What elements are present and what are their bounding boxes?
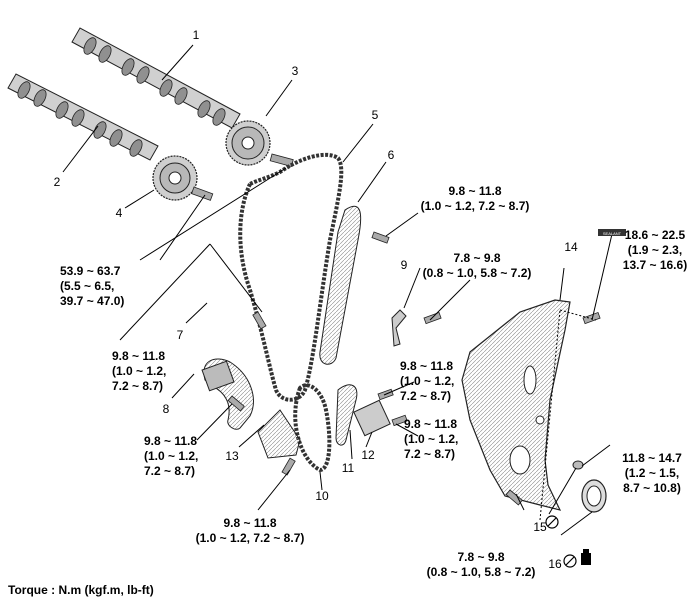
callout-2: 2 [53, 175, 61, 189]
callout-4: 4 [115, 206, 123, 220]
callout-11: 11 [341, 461, 355, 475]
torque-53-9: 53.9 ~ 63.7 (5.5 ~ 6.5, 39.7 ~ 47.0) [60, 264, 125, 308]
torque-7-8-bracket: 7.8 ~ 9.8 (0.8 ~ 1.0, 5.8 ~ 7.2) [422, 251, 532, 280]
callout-1: 1 [192, 28, 200, 42]
callout-16: 16 [548, 557, 562, 571]
sealant-tube-icon: SEALANT [598, 229, 626, 236]
torque-9-8-oil-pump-guide: 9.8 ~ 11.8 (1.0 ~ 1.2, 7.2 ~ 8.7) [400, 359, 455, 403]
callout-7: 7 [176, 328, 184, 342]
callout-13: 13 [225, 449, 239, 463]
chain-tensioner [201, 360, 235, 392]
callout-6: 6 [387, 148, 395, 162]
callout-12: 12 [361, 448, 375, 462]
torque-9-8-oil-pump-sprocket: 9.8 ~ 11.8 (1.0 ~ 1.2, 7.2 ~ 8.7) [195, 516, 305, 545]
sprocket-bolts [191, 153, 294, 201]
exhaust-cvvt-sprocket [225, 120, 271, 166]
timing-chain [238, 152, 344, 402]
callout-15: 15 [533, 520, 547, 534]
oil-pump-chain [293, 383, 332, 473]
timing-chain-guide [319, 205, 362, 365]
leader-lines [62, 44, 613, 536]
torque-7-8-cover-bolt: 7.8 ~ 9.8 (0.8 ~ 1.0, 5.8 ~ 7.2) [426, 550, 536, 579]
cover-bolts [227, 231, 601, 506]
timing-chain-cover [461, 299, 571, 511]
callout-8: 8 [162, 402, 170, 416]
do-not-reuse-icon [545, 515, 577, 568]
callout-10: 10 [315, 489, 329, 503]
torque-9-8-oil-pump-tensioner: 9.8 ~ 11.8 (1.0 ~ 1.2, 7.2 ~ 8.7) [404, 417, 459, 461]
oil-pump-chain-guide [335, 384, 358, 446]
front-oil-seal [581, 479, 607, 513]
torque-18-6-cover: 18.6 ~ 22.5 (1.9 ~ 2.3, 13.7 ~ 16.6) [622, 228, 688, 272]
sealant-tag-text: SEALANT [603, 231, 622, 236]
exhaust-camshaft [71, 27, 241, 129]
torque-units-footer: Torque : N.m (kgf.m, lb-ft) [8, 583, 154, 597]
callout-9: 9 [400, 258, 408, 272]
plug-with-oring [572, 460, 584, 470]
oil-can-icon [581, 549, 591, 565]
chain-guide-bracket [391, 309, 407, 347]
callout-14: 14 [564, 240, 578, 254]
intake-cvvt-sprocket [152, 155, 198, 201]
torque-9-8-chain-tensioner: 9.8 ~ 11.8 (1.0 ~ 1.2, 7.2 ~ 8.7) [144, 434, 199, 478]
torque-9-8-tensioner-arm: 9.8 ~ 11.8 (1.0 ~ 1.2, 7.2 ~ 8.7) [112, 349, 167, 393]
torque-9-8-guide: 9.8 ~ 11.8 (1.0 ~ 1.2, 7.2 ~ 8.7) [420, 184, 530, 213]
torque-11-8-plug: 11.8 ~ 14.7 (1.2 ~ 1.5, 8.7 ~ 10.8) [622, 451, 682, 495]
oil-pump-sprocket [257, 409, 301, 459]
callout-5: 5 [371, 108, 379, 122]
intake-camshaft [7, 73, 159, 161]
callout-3: 3 [291, 64, 299, 78]
oil-pump-tensioner [353, 399, 391, 437]
